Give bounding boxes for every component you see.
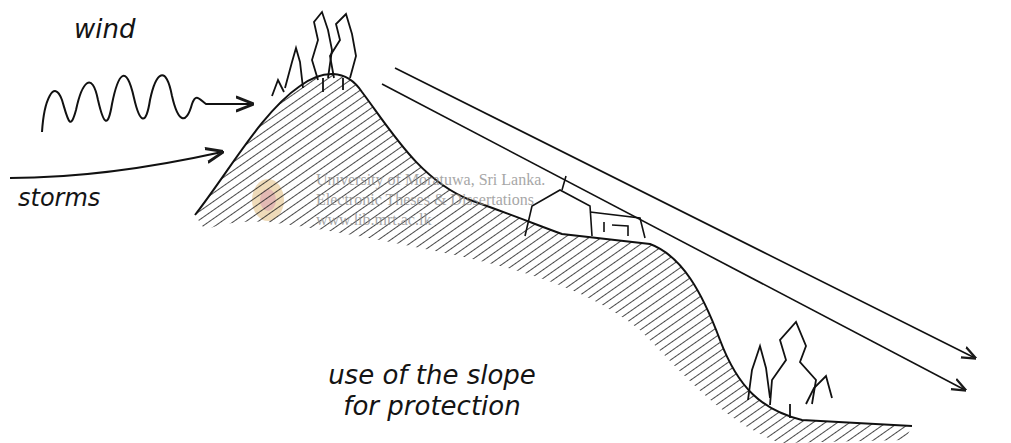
caption-note: use of the slope for protection bbox=[318, 360, 546, 422]
storms-label: storms bbox=[18, 184, 138, 213]
wind-arrow bbox=[42, 75, 252, 132]
tree bbox=[806, 376, 832, 404]
tree bbox=[285, 48, 303, 88]
watermark-text: www.lib.mrt.ac.lk bbox=[316, 210, 646, 229]
tree bbox=[748, 346, 770, 400]
tree bbox=[312, 12, 332, 80]
storm-arrow bbox=[10, 152, 222, 178]
tree-trunk bbox=[323, 78, 343, 92]
tree bbox=[770, 322, 816, 405]
tree-trunk bbox=[789, 404, 791, 418]
house-wall bbox=[525, 190, 592, 236]
valley-trees bbox=[748, 322, 832, 418]
tree bbox=[272, 80, 284, 96]
tree bbox=[330, 14, 356, 78]
slope-line bbox=[395, 68, 975, 358]
hill-outline bbox=[195, 74, 912, 426]
watermark-text: Electronic Theses & Dissertations bbox=[316, 190, 646, 209]
hill-hatching bbox=[195, 74, 912, 443]
wind-label: wind bbox=[74, 14, 194, 45]
crest-trees bbox=[272, 12, 356, 96]
slope-line bbox=[382, 84, 965, 390]
watermark-text: University of Moratuwa, Sri Lanka. bbox=[316, 170, 646, 189]
